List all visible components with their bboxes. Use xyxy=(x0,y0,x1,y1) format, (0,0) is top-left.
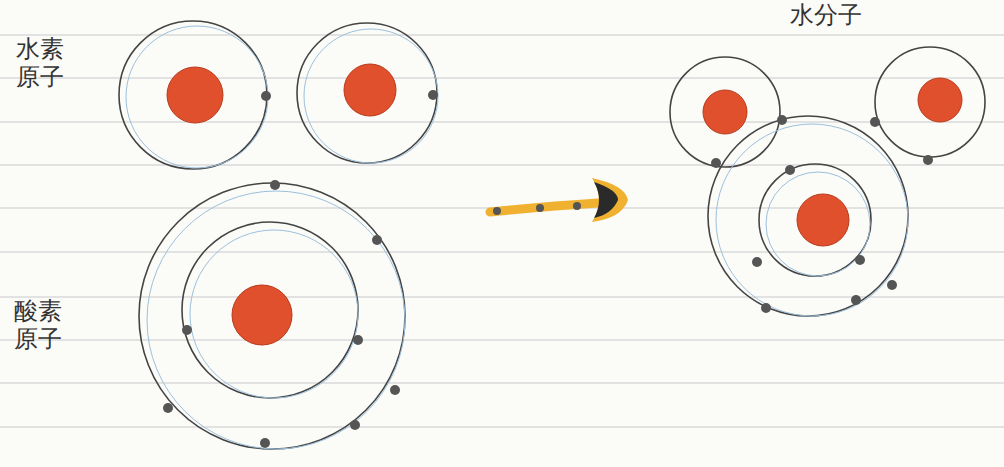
water-label: 水分子 xyxy=(790,2,930,30)
hydrogen-label: 水素 原子 xyxy=(16,36,74,91)
oxygen-label: 酸素 原子 xyxy=(14,298,72,353)
ruled-lines xyxy=(0,35,1004,427)
